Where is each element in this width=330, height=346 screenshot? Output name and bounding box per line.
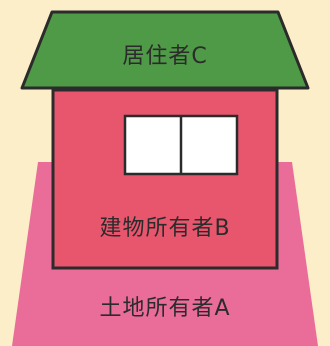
building-owner-label: 建物所有者B — [99, 216, 231, 241]
resident-label: 居住者C — [122, 44, 208, 69]
roof-shape — [20, 10, 310, 90]
building-body — [51, 88, 279, 270]
land-owner-label: 土地所有者A — [99, 296, 231, 321]
